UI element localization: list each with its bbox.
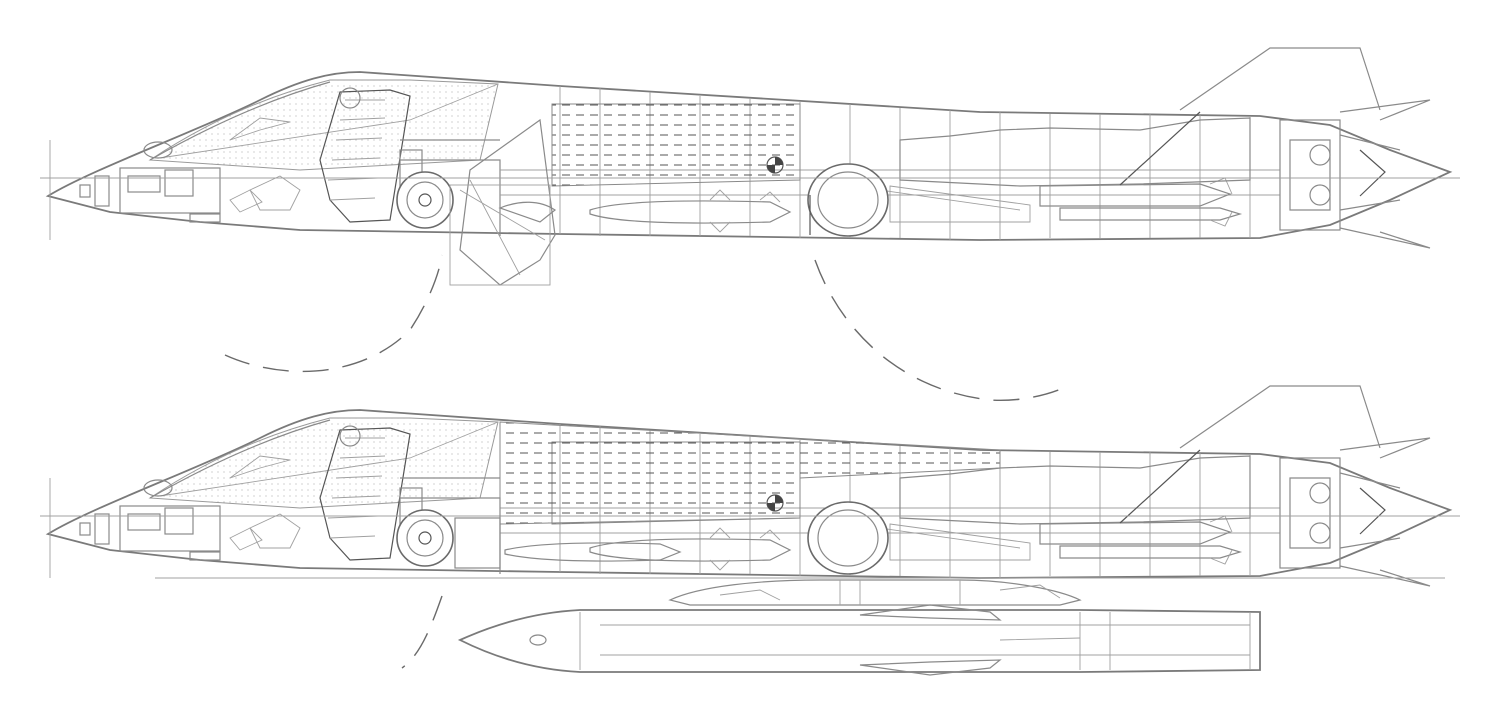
bay-box <box>454 517 501 569</box>
upper-view-gear-extended <box>39 47 1461 402</box>
internal-missile <box>504 542 682 562</box>
pylon-links <box>719 584 1061 601</box>
lower-gear-swing-arc <box>401 595 443 669</box>
nose-gear-swing-arc <box>224 254 443 373</box>
pylon <box>668 579 1082 606</box>
store-fin-bottom <box>859 659 1002 676</box>
nose-bay-door <box>459 118 556 286</box>
store-fin-top <box>859 604 1002 621</box>
nose-missile <box>498 201 557 223</box>
store-details <box>999 624 1250 656</box>
store-nose-sensor <box>529 634 547 646</box>
lower-view-gear-retracted <box>39 385 1461 587</box>
store-frames <box>579 612 1251 670</box>
external-store-body <box>457 609 1261 673</box>
pylon-struts <box>839 580 961 605</box>
door-rays <box>459 179 546 276</box>
external-store-assembly <box>401 579 1261 676</box>
main-gear-swing-arc <box>814 259 1071 402</box>
door-frame <box>449 184 551 286</box>
